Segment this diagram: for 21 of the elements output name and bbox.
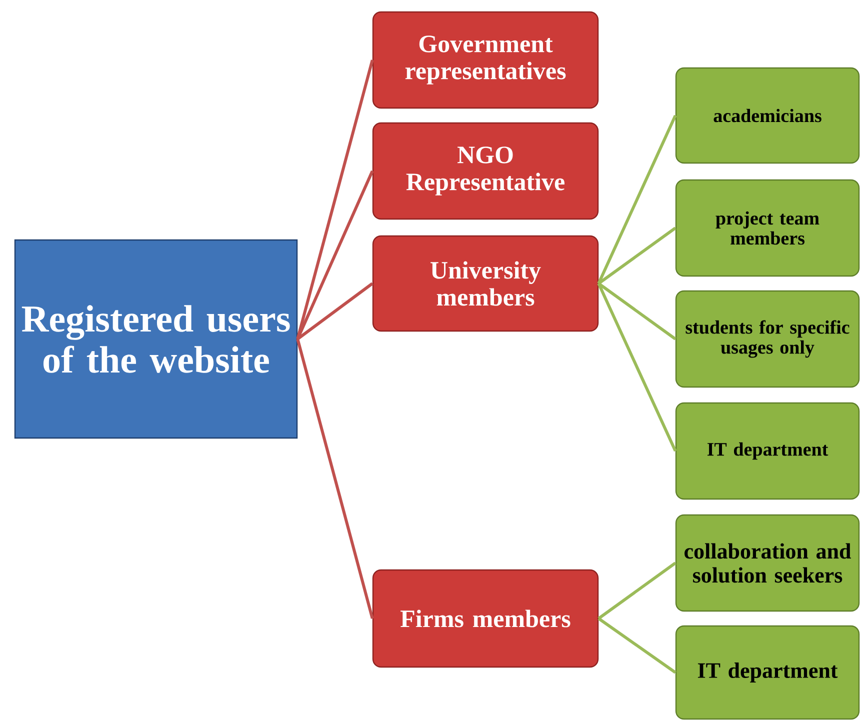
subcategory-box: IT department: [675, 402, 860, 500]
connector-line: [597, 114, 677, 284]
connector-line: [296, 170, 374, 340]
connector-line: [598, 562, 676, 620]
category-box: NGO Representative: [372, 122, 599, 220]
connector-line: [598, 282, 676, 340]
subcategory-box: IT department: [675, 625, 860, 720]
connector-line: [296, 282, 374, 340]
root-box: Registered users of the website: [14, 239, 298, 439]
category-box: University members: [372, 235, 599, 332]
subcategory-box: students for specific usages only: [675, 290, 860, 388]
category-box: Government representatives: [372, 11, 599, 109]
connector-line: [598, 617, 676, 674]
subcategory-box: academicians: [675, 67, 860, 164]
subcategory-box: collaboration and solution seekers: [675, 514, 860, 612]
connector-line: [597, 282, 677, 452]
connector-line: [598, 226, 676, 285]
subcategory-box: project team members: [675, 179, 860, 277]
connector-line: [296, 338, 374, 619]
category-box: Firms members: [372, 569, 599, 668]
connector-line: [296, 60, 374, 340]
